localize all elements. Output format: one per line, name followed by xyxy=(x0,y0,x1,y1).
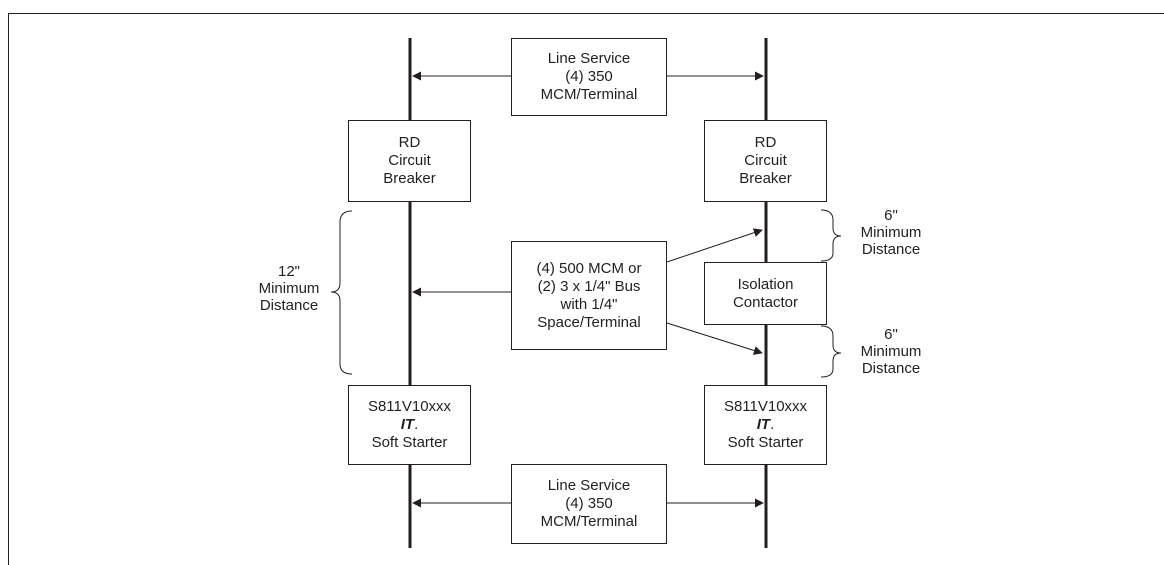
distance-label-right-top: 6" Minimum Distance xyxy=(840,207,942,258)
breaker-left-line1: RD xyxy=(398,134,421,151)
soft-starter-left-box: S811V10xxx IT. Soft Starter xyxy=(348,385,471,465)
breaker-right-line3: Breaker xyxy=(739,170,792,187)
line-service-bottom-line2: (4) 350 xyxy=(565,495,613,512)
starter-left-it: IT xyxy=(400,416,415,433)
circuit-breaker-left-box: RD Circuit Breaker xyxy=(348,120,471,202)
cable-spec-box: (4) 500 MCM or (2) 3 x 1/4" Bus with 1/4… xyxy=(511,241,667,350)
contactor-line2: Contactor xyxy=(732,293,799,311)
line-service-top-box: Line Service (4) 350 MCM/Terminal xyxy=(511,38,667,116)
cable-spec-line2: (2) 3 x 1/4" Bus xyxy=(537,277,641,295)
starter-left-line1: S811V10xxx xyxy=(367,398,452,415)
cable-arrow-upper-right xyxy=(666,228,763,263)
distance-label-left: 12" Minimum Distance xyxy=(246,263,332,314)
breaker-left-line2: Circuit xyxy=(388,152,431,169)
dist-left-line2: Minimum xyxy=(258,280,320,297)
starter-left-line2: IT. xyxy=(401,416,419,434)
starter-right-line3: Soft Starter xyxy=(727,434,804,451)
starter-left-line3: Soft Starter xyxy=(371,434,448,451)
dist-right-bottom-line1: 6" xyxy=(884,326,898,343)
cable-spec-line3: with 1/4" xyxy=(560,295,618,313)
brace-right-top-6in xyxy=(820,209,842,262)
distance-label-right-bottom: 6" Minimum Distance xyxy=(840,326,942,377)
cable-spec-line1: (4) 500 MCM or xyxy=(536,259,642,277)
line-service-bottom-line3: MCM/Terminal xyxy=(540,513,638,530)
cable-arrow-lower-right xyxy=(666,322,763,355)
dist-right-bottom-line3: Distance xyxy=(861,360,921,377)
cable-spec-line4: Space/Terminal xyxy=(537,313,641,331)
figure-frame xyxy=(8,13,1164,565)
line-service-top-line3: MCM/Terminal xyxy=(540,86,638,103)
circuit-breaker-right-box: RD Circuit Breaker xyxy=(704,120,827,202)
dist-right-bottom-line2: Minimum xyxy=(860,343,922,360)
contactor-line1: Isolation xyxy=(737,275,794,293)
brace-left-12in xyxy=(330,210,353,375)
dist-right-top-line2: Minimum xyxy=(860,224,922,241)
line-service-bottom-box: Line Service (4) 350 MCM/Terminal xyxy=(511,464,667,544)
dist-right-top-line1: 6" xyxy=(884,207,898,224)
line-service-top-line2: (4) 350 xyxy=(565,68,613,85)
starter-right-line2: IT. xyxy=(757,416,775,434)
line-service-top-line1: Line Service xyxy=(547,50,631,67)
line-service-bottom-line1: Line Service xyxy=(547,477,631,494)
brace-right-bottom-6in xyxy=(820,325,842,378)
starter-right-it-period: . xyxy=(770,416,775,433)
starter-left-it-period: . xyxy=(414,416,419,433)
dist-left-line1: 12" xyxy=(277,263,300,280)
breaker-left-line3: Breaker xyxy=(383,170,436,187)
dist-right-top-line3: Distance xyxy=(861,241,921,258)
soft-starter-right-box: S811V10xxx IT. Soft Starter xyxy=(704,385,827,465)
isolation-contactor-box: Isolation Contactor xyxy=(704,262,827,325)
starter-right-line1: S811V10xxx xyxy=(723,398,808,415)
starter-right-it: IT xyxy=(756,416,771,433)
dist-left-line3: Distance xyxy=(259,297,319,314)
breaker-right-line2: Circuit xyxy=(744,152,787,169)
breaker-right-line1: RD xyxy=(754,134,777,151)
